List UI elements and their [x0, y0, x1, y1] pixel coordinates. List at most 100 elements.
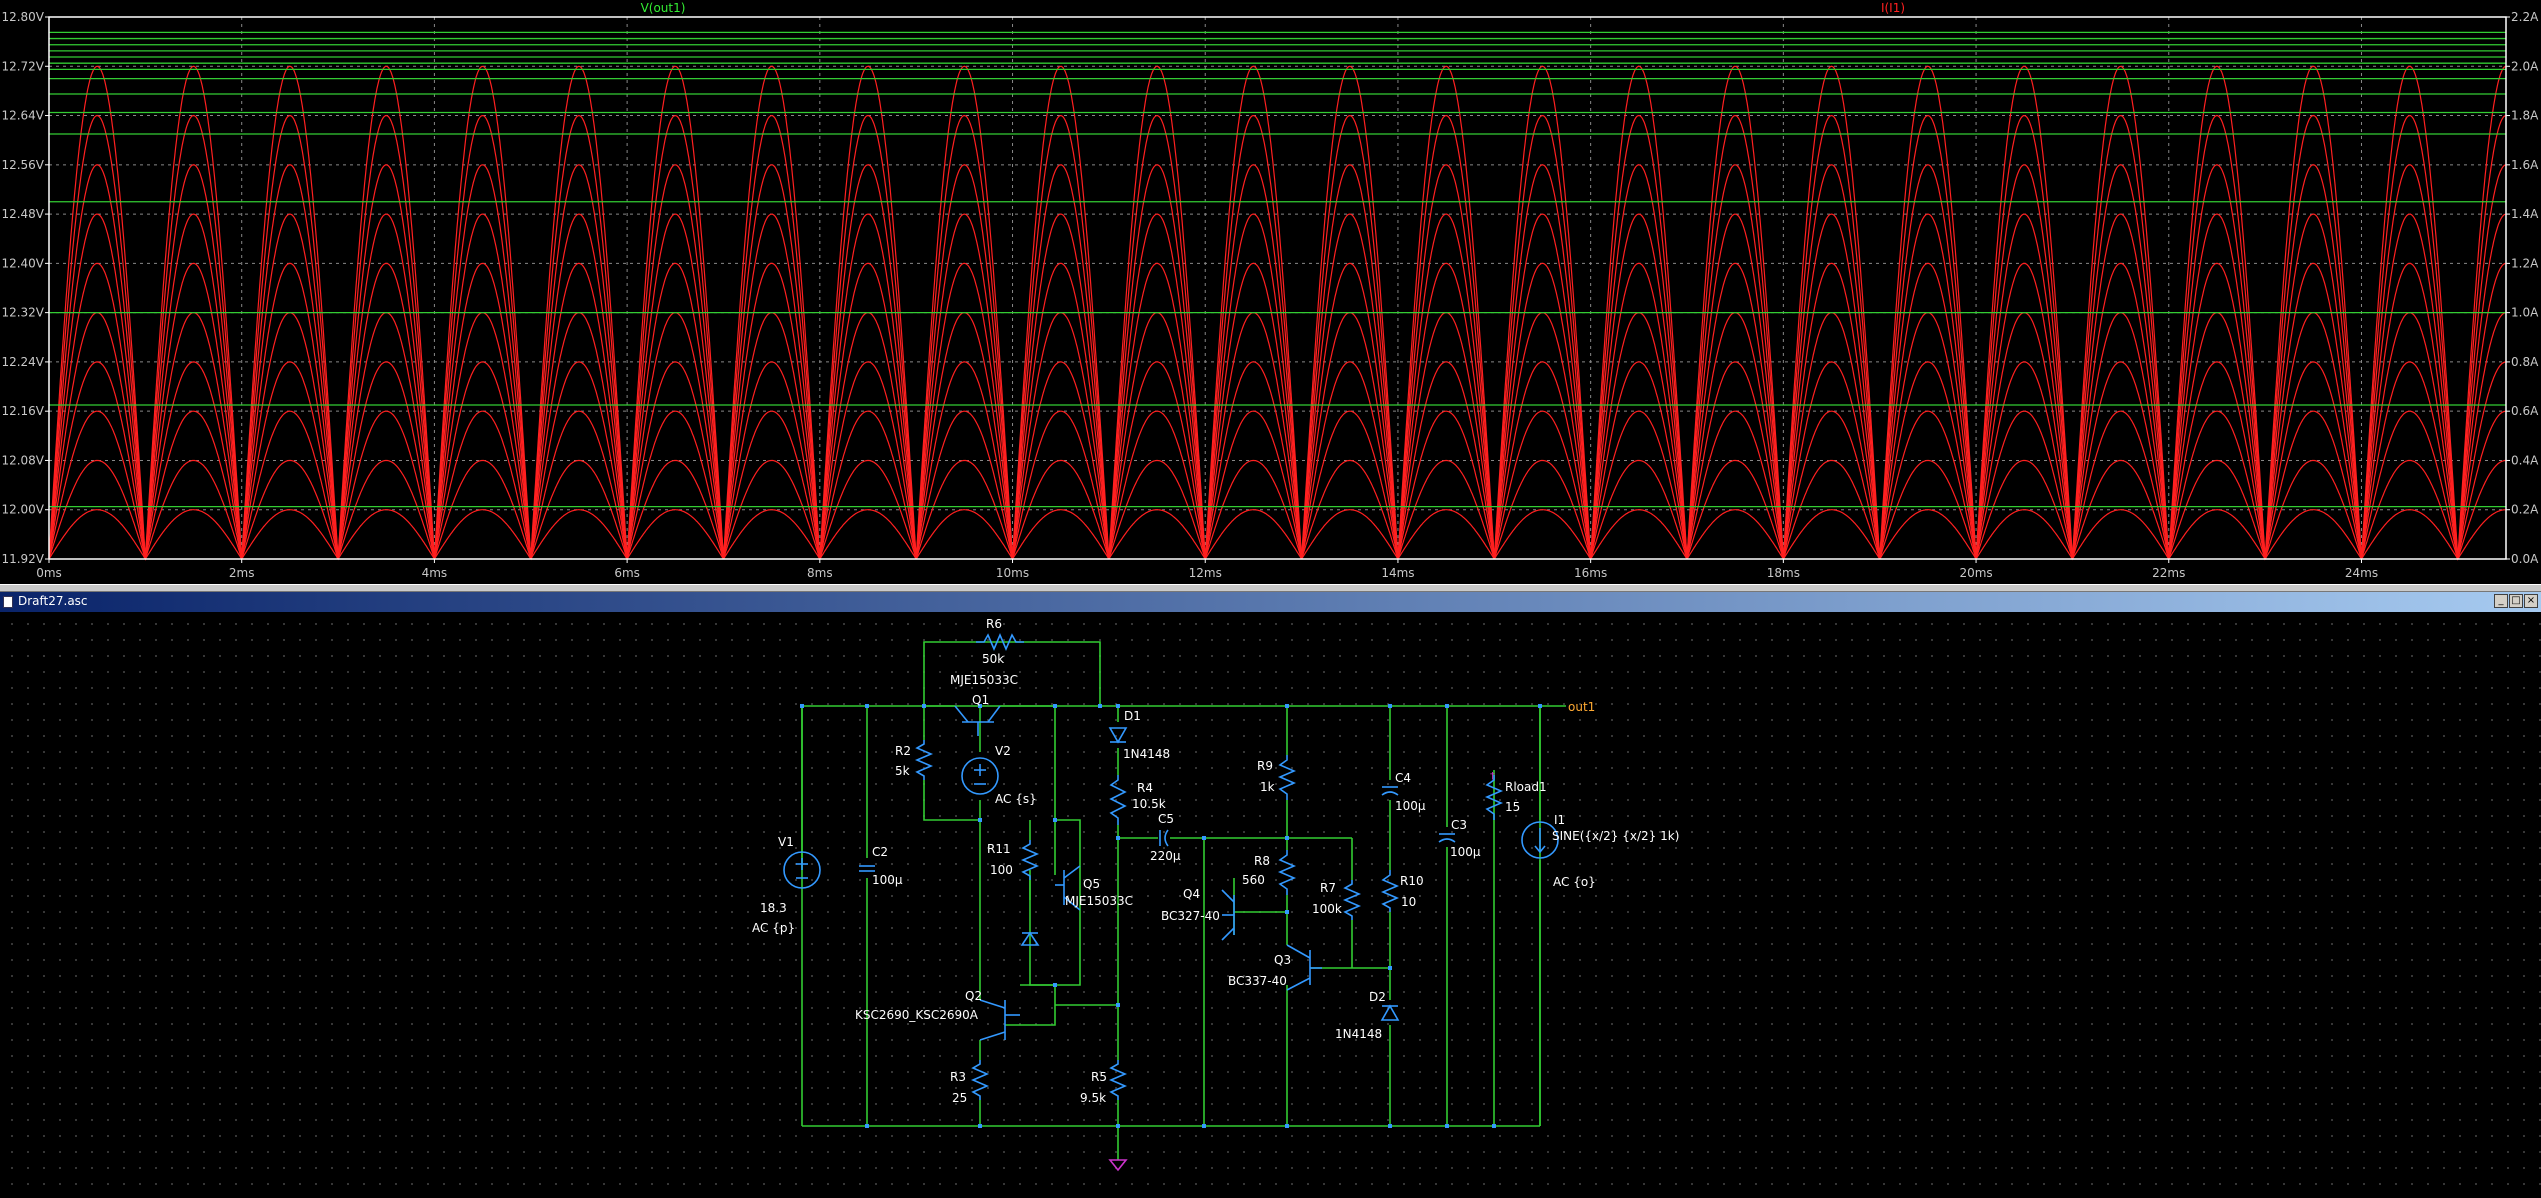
resistor-R4[interactable] — [1109, 775, 1127, 825]
label-V1[interactable]: V1 — [778, 835, 794, 849]
current-source-I1[interactable] — [1521, 821, 1559, 859]
resistor-R3[interactable] — [970, 1060, 990, 1100]
right-tick-label: 0.4A — [2511, 453, 2539, 467]
value-R8[interactable]: 560 — [1242, 873, 1265, 887]
label-R8[interactable]: R8 — [1254, 854, 1270, 868]
label-C2[interactable]: C2 — [872, 845, 888, 859]
model-D1[interactable]: 1N4148 — [1123, 747, 1170, 761]
current-trace-label[interactable]: I(I1) — [1881, 1, 1905, 15]
label-R2[interactable]: R2 — [895, 744, 911, 758]
pane-splitter[interactable] — [0, 584, 2541, 592]
minimize-button[interactable]: _ — [2494, 594, 2508, 608]
schematic-window[interactable]: Draft27.asc _ □ × — [0, 592, 2541, 1194]
resistor-R5[interactable] — [1108, 1060, 1128, 1100]
model-Q2[interactable]: KSC2690_KSC2690A — [855, 1008, 979, 1022]
value-C5[interactable]: 220µ — [1150, 849, 1181, 863]
capacitor-C2[interactable] — [859, 865, 875, 872]
model-Q3[interactable]: BC337-40 — [1228, 974, 1287, 988]
voltage-traces — [49, 31, 2506, 508]
waveform-plot[interactable]: 12.80V12.72V12.64V12.56V12.48V12.40V12.3… — [0, 0, 2541, 584]
label-D1[interactable]: D1 — [1124, 709, 1141, 723]
voltage-source-V2[interactable] — [961, 757, 999, 795]
resistor-R9[interactable] — [1277, 755, 1297, 800]
label-R5[interactable]: R5 — [1091, 1070, 1107, 1084]
value-V1[interactable]: 18.3 — [760, 901, 787, 915]
label-R11[interactable]: R11 — [987, 842, 1011, 856]
value-I1[interactable]: SINE({x/2} {x/2} 1k) — [1552, 829, 1679, 843]
label-Q4[interactable]: Q4 — [1183, 887, 1200, 901]
label-Rload1[interactable]: Rload1 — [1505, 780, 1547, 794]
value-V2[interactable]: AC {s} — [995, 792, 1037, 806]
label-C5[interactable]: C5 — [1158, 812, 1174, 826]
resistor-R7[interactable] — [1342, 880, 1362, 920]
schematic-drawing[interactable]: R6 50k MJE15033C Q1 D1 1N4148 R2 5k V2 A… — [0, 612, 2541, 1194]
net-label-out1[interactable]: out1 — [1568, 700, 1595, 714]
label-Q5[interactable]: Q5 — [1083, 877, 1100, 891]
transistor-Q5[interactable] — [1055, 865, 1081, 911]
label-I1[interactable]: I1 — [1554, 813, 1565, 827]
ac-I1[interactable]: AC {o} — [1553, 875, 1596, 889]
current-trace — [48, 65, 2507, 560]
label-V2[interactable]: V2 — [995, 744, 1011, 758]
label-R4[interactable]: R4 — [1137, 781, 1153, 795]
capacitor-C5[interactable] — [1159, 829, 1169, 847]
voltage-trace-label[interactable]: V(out1) — [641, 1, 686, 15]
label-Q2[interactable]: Q2 — [965, 989, 982, 1003]
value-R7[interactable]: 100k — [1312, 902, 1342, 916]
x-tick-label: 8ms — [807, 566, 833, 580]
transistor-Q3[interactable] — [1286, 944, 1322, 991]
resistor-R2[interactable] — [914, 740, 934, 780]
label-R7[interactable]: R7 — [1320, 881, 1336, 895]
x-tick-label: 4ms — [422, 566, 448, 580]
value-C3[interactable]: 100µ — [1450, 845, 1481, 859]
value-Rload1[interactable]: 15 — [1505, 800, 1520, 814]
schematic-canvas[interactable]: R6 50k MJE15033C Q1 D1 1N4148 R2 5k V2 A… — [0, 612, 2541, 1194]
value-C4[interactable]: 100µ — [1395, 799, 1426, 813]
model-Q1[interactable]: MJE15033C — [950, 673, 1018, 687]
label-R6[interactable]: R6 — [986, 617, 1002, 631]
ac-V1[interactable]: AC {p} — [752, 921, 795, 935]
label-D2[interactable]: D2 — [1369, 990, 1386, 1004]
diode-D2[interactable] — [1380, 1004, 1400, 1021]
transistor-Q1[interactable] — [954, 705, 1001, 736]
label-R3[interactable]: R3 — [950, 1070, 966, 1084]
model-Q5[interactable]: MJE15033C — [1065, 894, 1133, 908]
value-C2[interactable]: 100µ — [872, 873, 903, 887]
model-Q4[interactable]: BC327-40 — [1161, 909, 1220, 923]
value-R11[interactable]: 100 — [990, 863, 1013, 877]
resistor-R8[interactable] — [1277, 850, 1297, 895]
label-Q1[interactable]: Q1 — [972, 693, 989, 707]
value-R5[interactable]: 9.5k — [1080, 1091, 1106, 1105]
current-trace — [48, 164, 2507, 560]
resistor-Rload1[interactable] — [1484, 775, 1504, 820]
value-R2[interactable]: 5k — [895, 764, 910, 778]
resistor-R11[interactable] — [1020, 840, 1040, 880]
value-R6[interactable]: 50k — [982, 652, 1004, 666]
model-D2[interactable]: 1N4148 — [1335, 1027, 1382, 1041]
right-tick-label: 1.0A — [2511, 306, 2539, 320]
diode-unlabeled[interactable] — [1020, 931, 1040, 946]
capacitor-C4[interactable] — [1381, 786, 1399, 796]
schematic-titlebar[interactable]: Draft27.asc _ □ × — [0, 592, 2541, 612]
label-C4[interactable]: C4 — [1395, 771, 1411, 785]
value-R3[interactable]: 25 — [952, 1091, 967, 1105]
label-R9[interactable]: R9 — [1257, 759, 1273, 773]
resistor-R6[interactable] — [976, 632, 1024, 652]
label-C3[interactable]: C3 — [1451, 818, 1467, 832]
transistor-Q2[interactable] — [979, 999, 1020, 1041]
left-tick-label: 12.32V — [1, 306, 44, 320]
value-R9[interactable]: 1k — [1260, 780, 1275, 794]
diode-D1[interactable] — [1108, 727, 1128, 744]
voltage-source-V1[interactable] — [783, 851, 821, 889]
label-R10[interactable]: R10 — [1400, 874, 1424, 888]
value-R10[interactable]: 10 — [1401, 895, 1416, 909]
resistor-R10[interactable] — [1380, 870, 1400, 912]
restore-button[interactable]: □ — [2509, 594, 2523, 608]
capacitor-C3[interactable] — [1438, 833, 1456, 843]
label-Q3[interactable]: Q3 — [1274, 953, 1291, 967]
close-button[interactable]: × — [2524, 594, 2538, 608]
transistor-Q4[interactable] — [1221, 889, 1235, 941]
value-R4[interactable]: 10.5k — [1132, 797, 1166, 811]
